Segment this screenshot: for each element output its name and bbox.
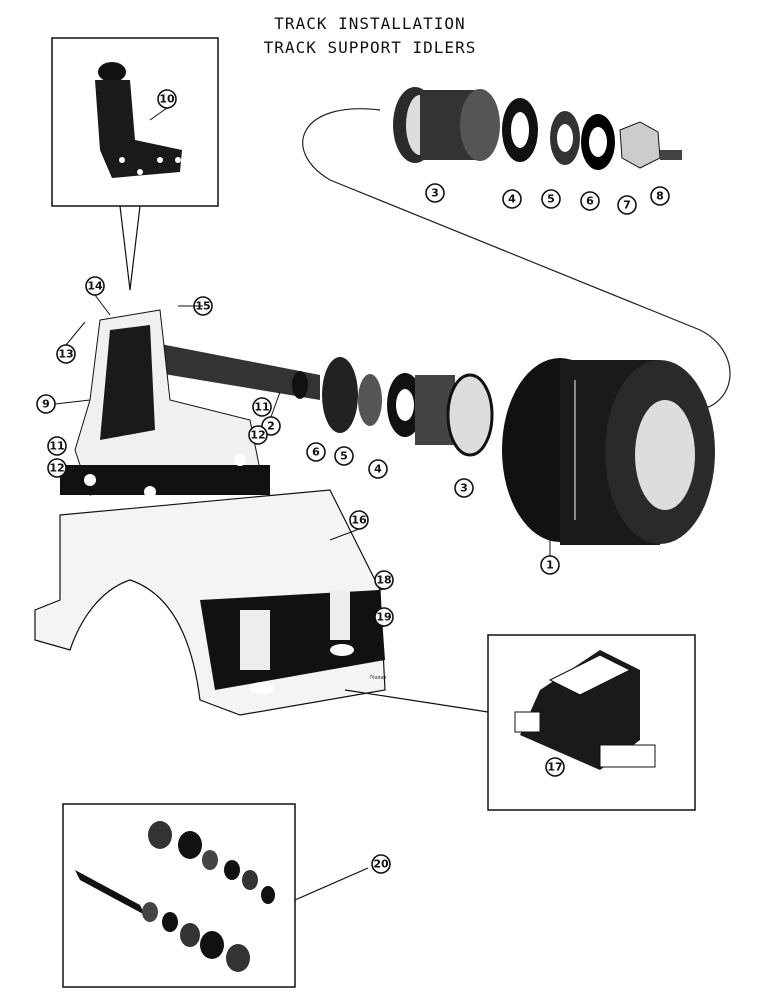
leader-20 xyxy=(294,867,369,901)
callout-20: 20 xyxy=(371,854,391,874)
svg-text:4: 4 xyxy=(374,463,382,476)
inset-pointer-10 xyxy=(119,205,141,291)
svg-text:20: 20 xyxy=(373,858,389,871)
svg-text:6: 6 xyxy=(586,195,594,208)
svg-text:6: 6 xyxy=(312,446,320,459)
svg-text:3: 3 xyxy=(460,482,468,495)
callout-8: 8 xyxy=(650,186,670,206)
saddle-detail xyxy=(514,650,656,770)
callout-18: 18 xyxy=(374,570,394,590)
callout-12-right: 12 xyxy=(248,425,268,445)
inset-pointer-17 xyxy=(344,689,489,713)
svg-text:14: 14 xyxy=(87,280,103,293)
idler-roller xyxy=(502,358,715,545)
callout-13: 13 xyxy=(56,344,76,364)
svg-text:16: 16 xyxy=(351,514,367,527)
diagram-title-line2: TRACK SUPPORT IDLERS xyxy=(263,38,477,57)
callout-4-lower: 4 xyxy=(368,459,388,479)
inset-kit-20 xyxy=(62,803,296,988)
svg-text:10: 10 xyxy=(159,93,175,106)
svg-text:11: 11 xyxy=(254,401,269,414)
svg-text:7: 7 xyxy=(623,199,631,212)
svg-text:1: 1 xyxy=(546,559,554,572)
svg-text:5: 5 xyxy=(340,450,348,463)
svg-text:2: 2 xyxy=(267,420,275,433)
svg-text:11: 11 xyxy=(49,440,64,453)
svg-text:17: 17 xyxy=(547,761,562,774)
callout-11-left: 11 xyxy=(47,436,67,456)
callout-14: 14 xyxy=(85,276,105,296)
saddle-base xyxy=(34,489,386,716)
svg-text:19: 19 xyxy=(376,611,391,624)
callout-9: 9 xyxy=(36,394,56,414)
svg-text:3: 3 xyxy=(431,187,439,200)
callout-1: 1 xyxy=(540,555,560,575)
callout-3-upper: 3 xyxy=(425,183,445,203)
kit-detail xyxy=(75,821,275,972)
diagram-title-line1: TRACK INSTALLATION xyxy=(274,14,466,33)
callout-4-upper: 4 xyxy=(502,189,522,209)
assembly-guide-line xyxy=(302,108,731,411)
callout-12-left: 12 xyxy=(47,458,67,478)
stamp-text: Numer xyxy=(370,675,387,681)
svg-text:12: 12 xyxy=(250,429,265,442)
lower-bearing-stack xyxy=(322,357,494,457)
callout-7: 7 xyxy=(617,195,637,215)
callout-17: 17 xyxy=(545,757,565,777)
inset-bracket-10 xyxy=(51,37,219,207)
idler-shaft xyxy=(140,340,320,400)
svg-text:12: 12 xyxy=(49,462,64,475)
callout-6-lower: 6 xyxy=(306,442,326,462)
callout-11-right: 11 xyxy=(252,397,272,417)
callout-5-lower: 5 xyxy=(334,446,354,466)
bracket-detail xyxy=(95,62,182,178)
upper-bearing-stack xyxy=(393,87,682,170)
svg-text:8: 8 xyxy=(656,190,664,203)
svg-text:13: 13 xyxy=(58,348,73,361)
svg-text:18: 18 xyxy=(376,574,391,587)
callout-5-upper: 5 xyxy=(541,189,561,209)
svg-text:4: 4 xyxy=(508,193,516,206)
support-bracket xyxy=(60,309,270,498)
callout-10: 10 xyxy=(157,89,177,109)
callout-19: 19 xyxy=(374,607,394,627)
leader-lines xyxy=(54,107,551,641)
callout-16: 16 xyxy=(349,510,369,530)
callout-6-upper: 6 xyxy=(580,191,600,211)
callout-3-lower: 3 xyxy=(454,478,474,498)
svg-text:9: 9 xyxy=(42,398,50,411)
svg-text:5: 5 xyxy=(547,193,555,206)
